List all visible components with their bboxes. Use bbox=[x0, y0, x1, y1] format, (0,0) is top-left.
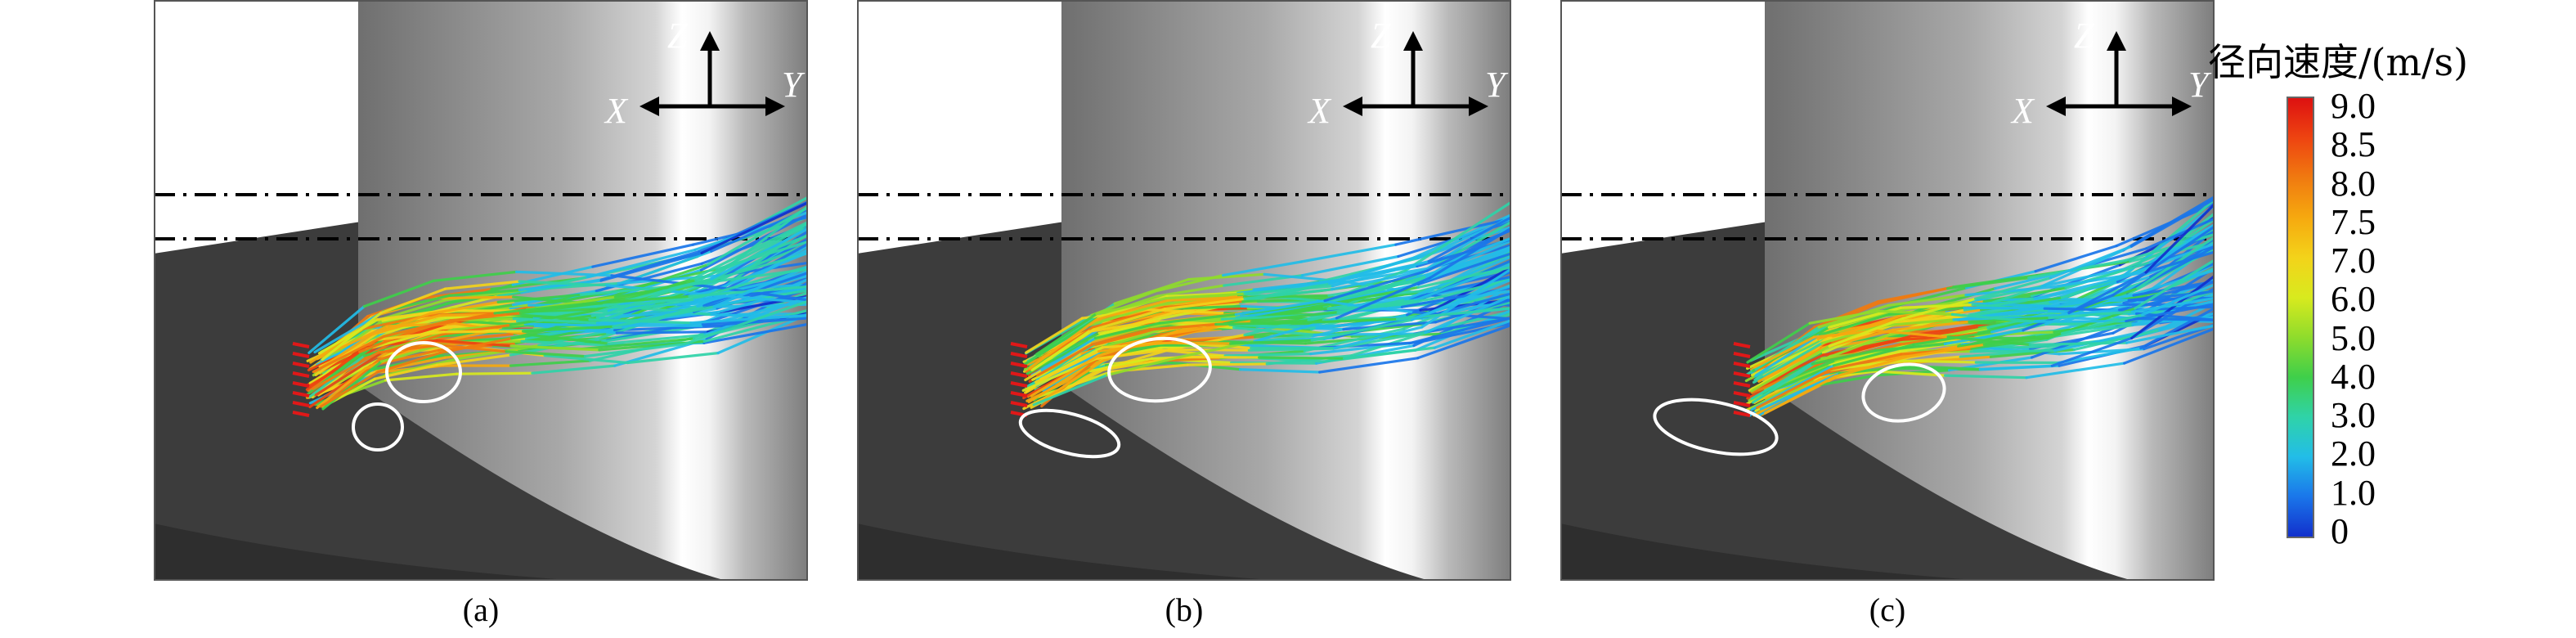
axis-label-x: X bbox=[1307, 91, 1332, 131]
colorbar-tick: 9.0 bbox=[2331, 86, 2376, 126]
highlight-ellipse bbox=[385, 341, 462, 403]
axis-triad: ZX Y bbox=[604, 16, 806, 131]
cylinder-surface bbox=[358, 0, 808, 581]
highlight-ellipse bbox=[1653, 398, 1779, 456]
x-arrow bbox=[1343, 97, 1362, 116]
streamlines bbox=[1010, 200, 1511, 417]
axis-label-y: Y bbox=[782, 65, 806, 105]
y-arrow bbox=[1469, 97, 1488, 116]
axis-label-y: Y bbox=[1485, 65, 1509, 105]
highlight-ellipse bbox=[1861, 362, 1946, 423]
y-arrow bbox=[765, 97, 785, 116]
panel-frame bbox=[857, 0, 1511, 581]
x-arrow bbox=[2046, 97, 2066, 116]
colorbar-gradient bbox=[2287, 97, 2314, 538]
streamline-scene-a: ZX Y bbox=[154, 0, 808, 581]
colorbar-tick: 4.0 bbox=[2331, 356, 2376, 397]
axis-label-z: Z bbox=[2074, 16, 2094, 56]
caption-c: (c) bbox=[1869, 591, 1906, 628]
highlight-ellipse bbox=[1018, 408, 1121, 459]
base-edge bbox=[154, 523, 579, 581]
caption-b: (b) bbox=[1165, 591, 1204, 628]
axis-label-y: Y bbox=[2188, 65, 2212, 105]
z-arrow bbox=[700, 31, 720, 51]
highlight-ellipse bbox=[352, 402, 404, 452]
panel-frame bbox=[154, 0, 808, 581]
streamline-scene-b: ZX Y bbox=[857, 0, 1511, 581]
colorbar-tick: 0 bbox=[2331, 511, 2349, 551]
base-edge bbox=[857, 523, 1282, 581]
panel-frame bbox=[1560, 0, 2215, 581]
colorbar-tick: 8.5 bbox=[2331, 124, 2376, 165]
base-edge bbox=[1560, 523, 1986, 581]
colorbar-tick: 8.0 bbox=[2331, 163, 2376, 204]
z-arrow bbox=[2107, 31, 2126, 51]
colorbar-title: 径向速度/(m/s) bbox=[2208, 40, 2469, 84]
streamlines bbox=[1733, 195, 2215, 417]
colorbar-tick: 2.0 bbox=[2331, 434, 2376, 474]
axis-label-x: X bbox=[2010, 91, 2035, 131]
axis-label-z: Z bbox=[667, 16, 688, 56]
axis-triad: ZX Y bbox=[1307, 16, 1509, 131]
colorbar-tick: 5.0 bbox=[2331, 317, 2376, 358]
colorbar-tick: 3.0 bbox=[2331, 395, 2376, 436]
streamlines bbox=[292, 195, 808, 417]
caption-a: (a) bbox=[462, 591, 500, 628]
x-arrow bbox=[640, 97, 659, 116]
z-arrow bbox=[1403, 31, 1423, 51]
axis-triad: ZX Y bbox=[2010, 16, 2212, 131]
colorbar-tick: 6.0 bbox=[2331, 279, 2376, 320]
colorbar-tick: 1.0 bbox=[2331, 472, 2376, 513]
y-arrow bbox=[2172, 97, 2192, 116]
axis-label-z: Z bbox=[1371, 16, 1391, 56]
colorbar-tick: 7.5 bbox=[2331, 201, 2376, 242]
colorbar-tick: 7.0 bbox=[2331, 240, 2376, 281]
streamline-scene-c: ZX Y bbox=[1560, 0, 2215, 581]
axis-label-x: X bbox=[604, 91, 629, 131]
highlight-ellipse bbox=[1107, 336, 1212, 403]
